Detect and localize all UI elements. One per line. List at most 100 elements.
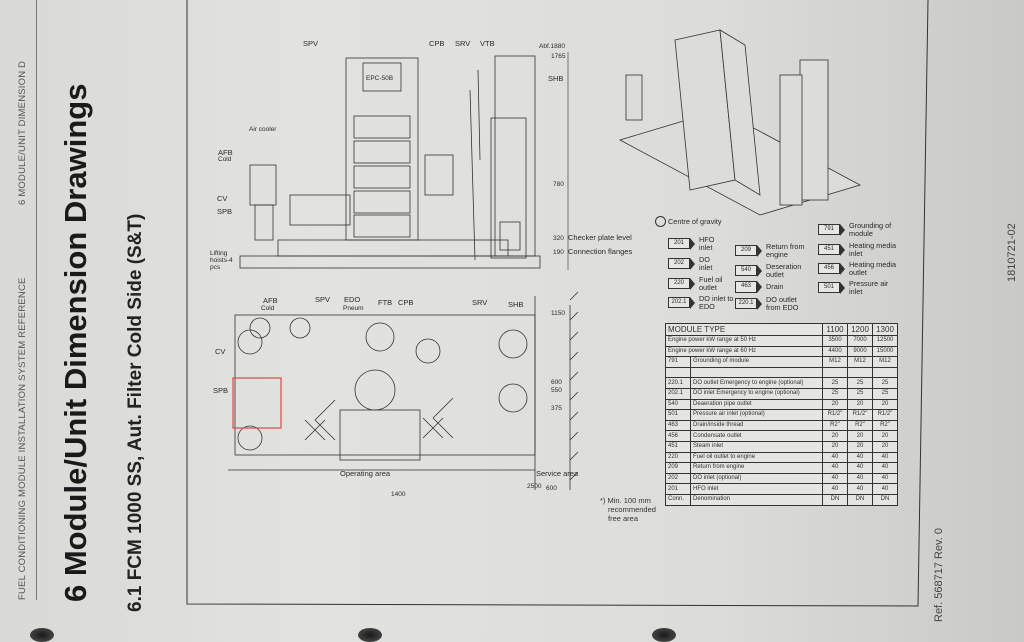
- dim-780: 780: [553, 181, 564, 188]
- row-code: 202: [665, 472, 691, 485]
- plan-view: [228, 291, 579, 490]
- legend-text: Drain: [766, 282, 784, 291]
- label-pcs: pcs: [210, 264, 221, 271]
- cell-value: 25: [822, 377, 848, 389]
- cell-value: [847, 366, 873, 379]
- connection-tag: 201: [668, 237, 695, 250]
- legend-text: Pressure air inlet: [849, 279, 889, 296]
- cell-value: [872, 366, 898, 379]
- label-afb: AFB: [218, 148, 233, 157]
- footnote-line: *) Min. 100 mm: [600, 496, 651, 505]
- plan-label-afb-sub: Cold: [261, 305, 275, 312]
- legend-centre-label: Centre of gravity: [668, 216, 722, 226]
- cell-value: 40: [822, 462, 848, 474]
- cell-value: 40: [847, 451, 873, 464]
- cell-value: 7000: [847, 335, 873, 347]
- label-spv: SPV: [303, 39, 318, 48]
- label-spb: SPB: [217, 207, 232, 216]
- binder-ring: [30, 628, 54, 642]
- connection-tag: 451: [818, 243, 845, 256]
- base-tray: [277, 239, 509, 257]
- row-description: Pressure air inlet (optional): [690, 409, 823, 421]
- legend-centre-of-gravity: Centre of gravity: [655, 216, 765, 227]
- cell-value: 4400: [822, 345, 848, 358]
- connection-tag: 220.1: [735, 297, 762, 310]
- cell-value: R1/2": [872, 409, 898, 421]
- row-description: [690, 366, 823, 379]
- connection-tag: 540: [735, 264, 762, 277]
- elevation-labels: SPV CPB SRV VTB SHB EPC-50B Air cooler A…: [210, 39, 632, 271]
- cell-value: DN: [822, 493, 848, 506]
- cell-value: 20: [822, 440, 848, 453]
- legend-text: DO inlet to EDO: [699, 294, 734, 311]
- cell-value: R2": [872, 419, 898, 432]
- connection-tag: 456: [818, 262, 845, 275]
- table-header-label: MODULE TYPE: [665, 323, 823, 336]
- cell-value: 20: [847, 430, 873, 442]
- dim-375: 375: [551, 405, 562, 412]
- legend-text: DO outlet from EDO: [766, 295, 799, 312]
- isometric-view: [618, 29, 862, 216]
- note-connection-flanges: Connection flanges: [568, 247, 632, 256]
- plan-label-spb: SPB: [213, 386, 228, 395]
- dim-1400: 1400: [391, 491, 406, 498]
- row-code: 463: [665, 419, 691, 432]
- row-code: 501: [665, 409, 691, 421]
- cell-value: 20: [872, 440, 898, 453]
- centre-of-gravity-icon: [655, 216, 666, 227]
- legend-text: Grounding of module: [849, 221, 892, 238]
- plan-label-srv: SRV: [472, 298, 487, 307]
- row-code: 209: [665, 462, 691, 474]
- cell-value: 20: [822, 430, 848, 442]
- row-code: 540: [665, 398, 691, 411]
- column-header: 1300: [872, 323, 898, 336]
- legend-text: HFO inlet: [699, 235, 715, 252]
- cell-value: M12: [822, 356, 848, 368]
- row-code: 220: [665, 451, 691, 464]
- footnote: *) Min. 100 mm recommended free area: [600, 496, 670, 523]
- label-shb: SHB: [548, 74, 563, 83]
- label-service-area: Service area: [536, 469, 579, 478]
- row-code: 451: [665, 440, 691, 453]
- row-description: Condensate outlet: [690, 430, 823, 442]
- connection-tag: 501: [818, 281, 845, 294]
- cell-value: 40: [847, 483, 873, 495]
- cell-value: 20: [847, 398, 873, 411]
- dim-1765: 1765: [551, 53, 566, 60]
- plan-labels: AFB Cold SPV EDO Pneum FTB CPB SRV SHB C…: [213, 295, 579, 498]
- legend-text: DO inlet: [699, 255, 713, 272]
- plan-label-ftb: FTB: [378, 298, 392, 307]
- footnote-line: recommended: [608, 505, 656, 514]
- row-code: 220.1: [665, 377, 691, 389]
- cell-value: 25: [872, 387, 898, 400]
- dim-abf: Abf.1880: [539, 43, 565, 50]
- connection-tag: 791: [818, 223, 845, 236]
- connection-tag: 220: [668, 277, 695, 290]
- cell-value: 40: [822, 483, 848, 495]
- dim-600: 600: [551, 379, 562, 386]
- legend-item: 220.1 DO outlet from EDO: [735, 296, 845, 311]
- plan-label-cpb: CPB: [398, 298, 413, 307]
- connection-tag: 202: [668, 257, 695, 270]
- row-description: Deaeration pipe outlet: [690, 398, 823, 411]
- plan-label-edo-sub: Pneum: [343, 305, 364, 312]
- row-description: Steam inlet: [690, 440, 823, 453]
- cell-value: 20: [872, 398, 898, 411]
- plan-label-shb: SHB: [508, 300, 523, 309]
- dim-320: 320: [553, 235, 564, 242]
- dim-600b: 600: [546, 485, 557, 492]
- cell-value: 40: [847, 472, 873, 485]
- dim-2500: 2500: [527, 483, 542, 490]
- plan-label-afb: AFB: [263, 296, 278, 305]
- label-cv: CV: [217, 194, 227, 203]
- footnote-line: free area: [608, 514, 639, 523]
- legend-item: 501 Pressure air inlet: [818, 280, 928, 295]
